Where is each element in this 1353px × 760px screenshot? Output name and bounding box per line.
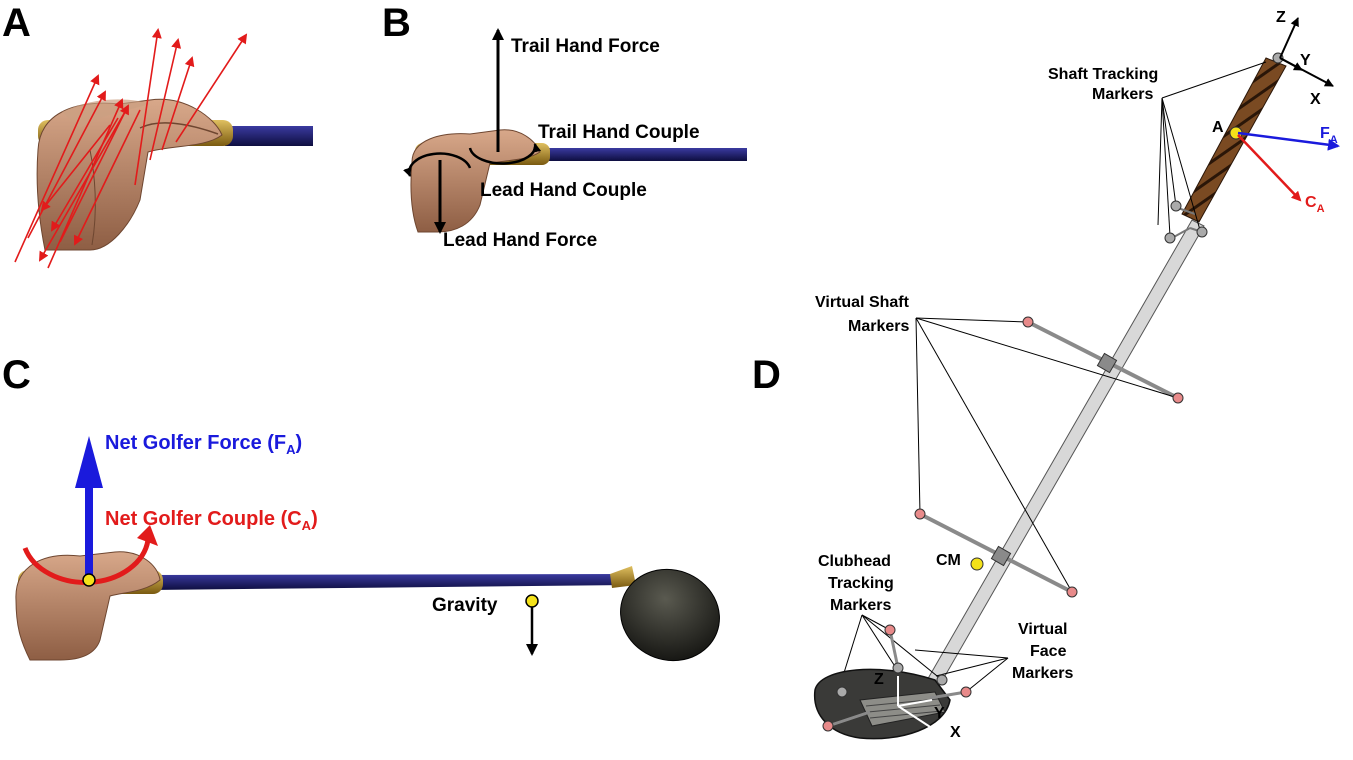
shaft-tracking-label-2: Markers xyxy=(1092,86,1153,103)
panel-d: D xyxy=(752,9,1340,741)
cm-point xyxy=(970,557,984,571)
top-axis-triad xyxy=(1279,17,1334,87)
lead-hand-couple-label: Lead Hand Couple xyxy=(480,180,647,201)
point-a-label: A xyxy=(1212,119,1224,136)
shaft-node-lower xyxy=(990,545,1012,567)
grip-d xyxy=(1181,57,1287,223)
shaft-tracking-label-1: Shaft Tracking xyxy=(1048,66,1158,83)
virtual-face-label-3: Markers xyxy=(1012,665,1073,682)
hands-a xyxy=(36,98,223,251)
head-axis-z-label: Z xyxy=(874,671,884,688)
panel-a: A xyxy=(2,1,313,269)
hands-c xyxy=(15,551,161,661)
face-marker-rods xyxy=(827,629,967,728)
gravity-label: Gravity xyxy=(432,595,498,616)
panel-c: C Net Golfer Force (FA) Net Golfer Coupl… xyxy=(2,353,720,662)
trail-hand-couple-label: Trail Hand Couple xyxy=(538,122,700,143)
clubhead-label-2: Tracking xyxy=(828,575,894,592)
net-couple-arrowhead xyxy=(137,525,158,546)
lead-hand-couple-arc xyxy=(403,152,472,177)
net-couple-label: Net Golfer Couple (CA) xyxy=(105,508,318,533)
virtual-shaft-label-1: Virtual Shaft xyxy=(815,294,910,311)
ca-label: CA xyxy=(1305,194,1325,215)
grip-point-c xyxy=(82,573,96,587)
panel-a-letter: A xyxy=(2,1,31,45)
hands-b xyxy=(410,129,541,233)
lead-hand-force-label: Lead Hand Force xyxy=(443,230,597,251)
panel-b-letter: B xyxy=(382,1,411,45)
shaft-d xyxy=(925,219,1205,689)
marker-spheres xyxy=(822,52,1284,732)
fa-label: FA xyxy=(1320,125,1338,146)
hosel-c xyxy=(610,566,636,588)
hand-force-arrows-a xyxy=(14,28,248,269)
head-axis-triad xyxy=(897,676,945,737)
trail-hand-force-label: Trail Hand Force xyxy=(511,36,660,57)
leader-lines-d xyxy=(837,61,1267,693)
panel-b: B Trail Hand Force Trail Hand Couple Lea… xyxy=(382,1,747,251)
head-axis-x-label: X xyxy=(950,724,961,741)
panel-d-letter: D xyxy=(752,353,781,397)
fa-arrow xyxy=(1237,131,1340,151)
clubhead-label-3: Markers xyxy=(830,597,891,614)
ca-arrow xyxy=(1237,134,1302,202)
top-axis-y-label: Y xyxy=(1300,52,1311,69)
virtual-shaft-label-2: Markers xyxy=(848,318,909,335)
net-force-label: Net Golfer Force (FA) xyxy=(105,432,302,457)
top-axis-z-label: Z xyxy=(1276,9,1286,26)
net-force-arrowhead xyxy=(75,436,103,488)
panel-c-letter: C xyxy=(2,353,31,397)
top-axis-x-label: X xyxy=(1310,91,1321,108)
virtual-face-label-2: Face xyxy=(1030,643,1067,660)
head-axis-y-label: Y xyxy=(934,705,945,722)
shaft-node-upper xyxy=(1096,352,1118,374)
clubhead-label-1: Clubhead xyxy=(818,553,891,570)
cm-label: CM xyxy=(936,552,961,569)
club-c xyxy=(18,566,720,662)
gravity-point xyxy=(525,594,539,608)
trail-hand-couple-arc xyxy=(468,143,542,165)
clubhead-c xyxy=(620,568,720,662)
net-force-shaft xyxy=(85,486,93,580)
virtual-face-label-1: Virtual xyxy=(1018,621,1068,638)
